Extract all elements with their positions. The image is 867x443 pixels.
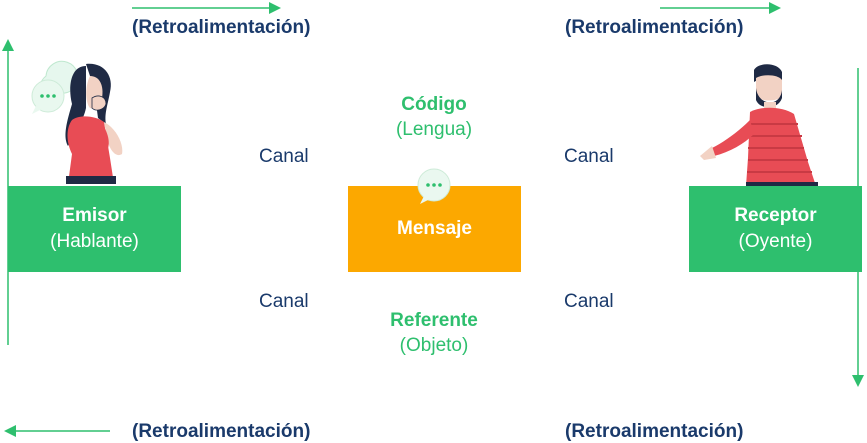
feedback-label-bottom-right: (Retroalimentación) (565, 421, 744, 442)
codigo-label: Código (Lengua) (364, 94, 504, 141)
listener-illustration (700, 64, 818, 188)
emisor-subtitle: (Hablante) (50, 231, 139, 252)
referente-subtitle: (Objeto) (399, 335, 469, 356)
referente-label: Referente (Objeto) (364, 310, 504, 357)
receptor-subtitle: (Oyente) (738, 231, 813, 252)
speaker-illustration (31, 60, 123, 184)
receptor-title: Receptor (734, 205, 817, 227)
emisor-box: Emisor (Hablante) (8, 186, 181, 272)
feedback-label-bottom-left: (Retroalimentación) (132, 421, 311, 442)
canal-label-lower-left: Canal (259, 291, 309, 312)
codigo-title: Código (401, 94, 467, 115)
speech-bubble-icon (417, 168, 451, 204)
receptor-box: Receptor (Oyente) (689, 186, 862, 272)
codigo-subtitle: (Lengua) (395, 119, 473, 140)
canal-label-upper-left: Canal (259, 146, 309, 167)
speech-bubble-icon (31, 60, 79, 114)
canal-label-lower-right: Canal (564, 291, 614, 312)
feedback-label-top-left: (Retroalimentación) (132, 17, 311, 38)
canal-label-upper-right: Canal (564, 146, 614, 167)
emisor-title: Emisor (62, 205, 127, 227)
referente-title: Referente (390, 310, 478, 331)
feedback-label-top-right: (Retroalimentación) (565, 17, 744, 38)
mensaje-title: Mensaje (397, 218, 472, 240)
